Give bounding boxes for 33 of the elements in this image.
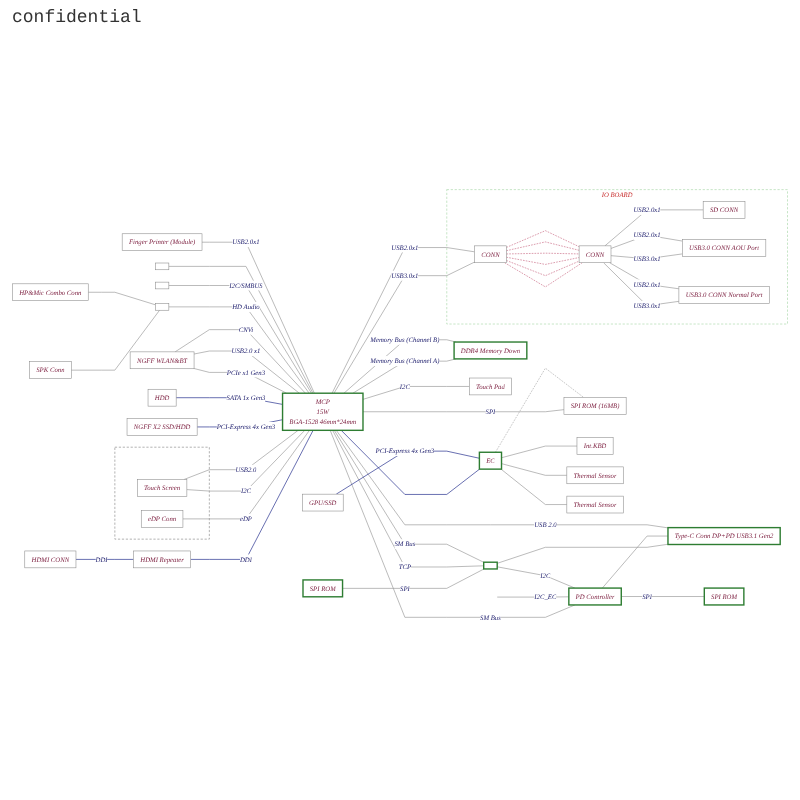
connector — [506, 256, 580, 265]
connector — [620, 596, 705, 597]
connector — [186, 430, 306, 492]
connector — [506, 252, 580, 255]
connector — [182, 430, 310, 520]
connector — [506, 260, 580, 276]
connector — [495, 367, 585, 453]
connector — [601, 535, 669, 589]
connector — [506, 241, 580, 251]
connector — [506, 230, 580, 248]
connector — [190, 430, 314, 560]
connector — [496, 543, 669, 564]
connector — [201, 241, 315, 394]
connector — [87, 291, 156, 306]
connector — [340, 430, 480, 495]
connector — [609, 262, 680, 290]
node-box — [155, 303, 170, 311]
connector — [70, 309, 160, 371]
connector — [501, 445, 578, 459]
connector — [603, 262, 680, 307]
connector — [352, 358, 457, 394]
connector — [496, 566, 576, 589]
connector — [362, 409, 565, 413]
connector — [500, 468, 568, 505]
node-box — [155, 262, 170, 271]
note-text: confidential — [12, 8, 142, 28]
connector — [501, 463, 568, 476]
node-box — [483, 561, 498, 570]
node-box — [155, 281, 170, 290]
connector — [362, 386, 470, 400]
connector — [342, 568, 485, 589]
connector — [183, 430, 299, 480]
connector — [329, 430, 576, 618]
